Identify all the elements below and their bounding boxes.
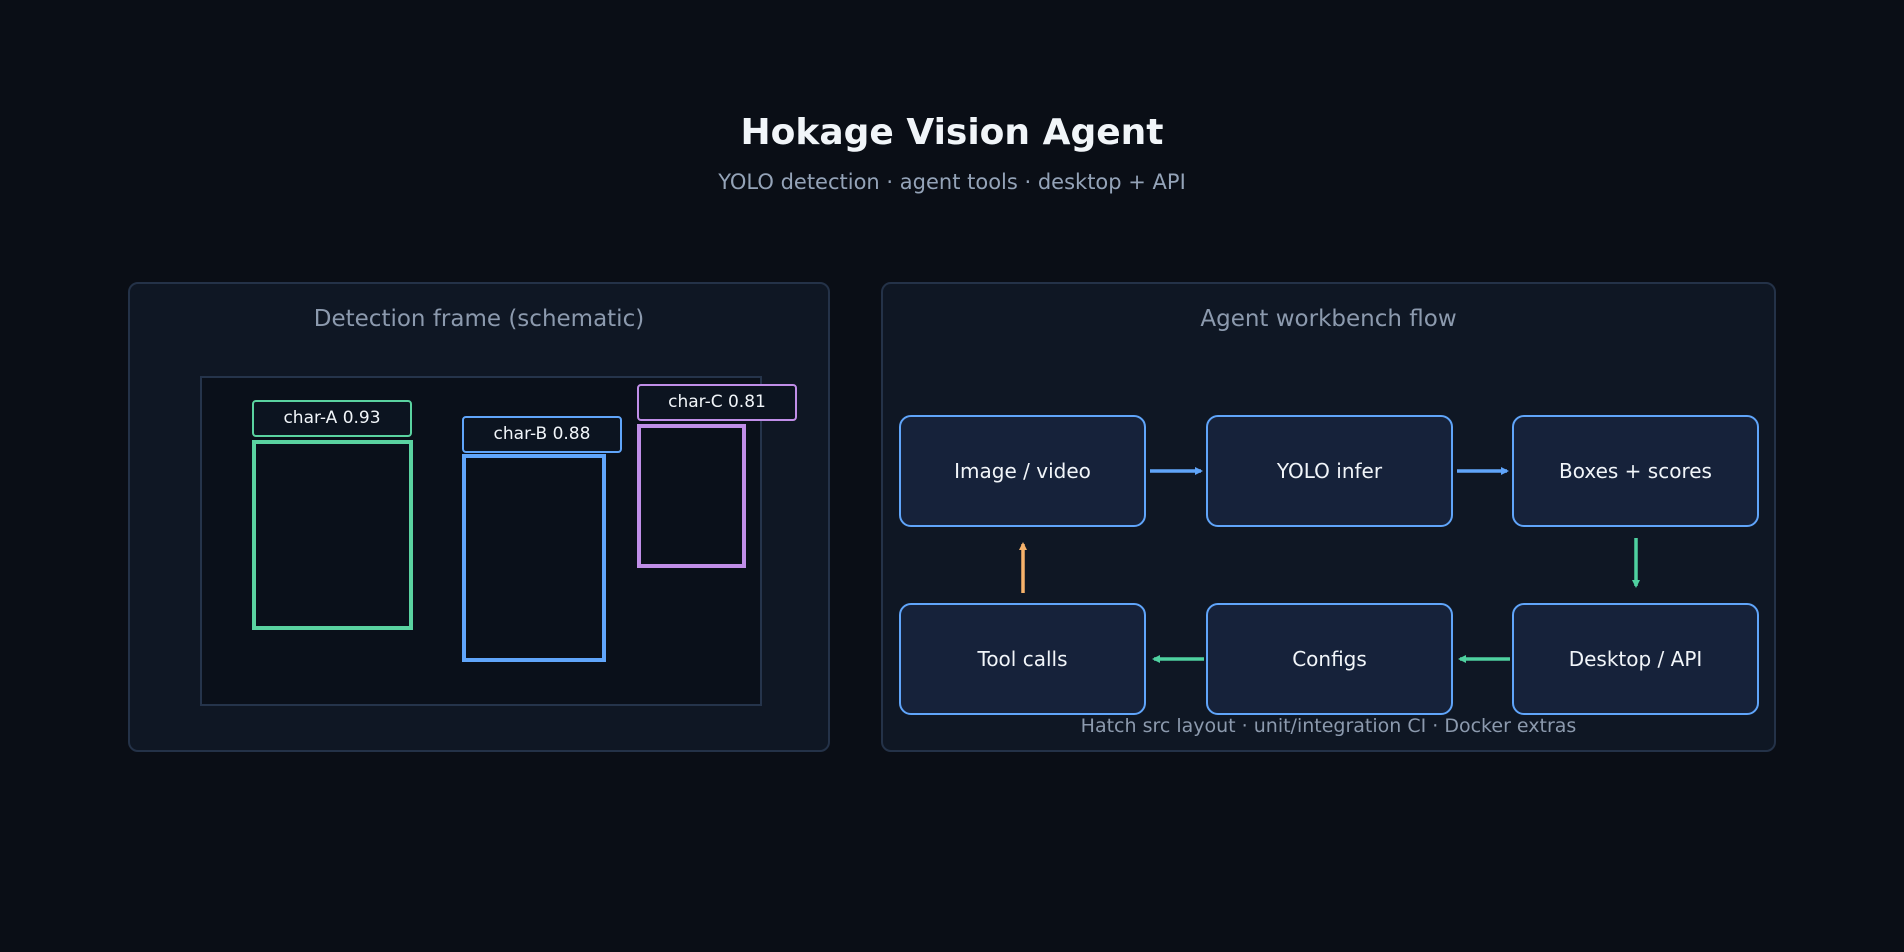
agent-workbench-panel: Agent workbench flow Image / video YOLO … <box>881 282 1776 752</box>
flow-panel-title: Agent workbench flow <box>1200 306 1457 332</box>
flow-node-boxes-scores: Boxes + scores <box>1512 415 1759 527</box>
detection-label-char-a: char-A 0.93 <box>252 400 412 437</box>
page-title: Hokage Vision Agent <box>740 112 1164 153</box>
detection-box-char-a <box>252 440 413 630</box>
detection-label-char-c: char-C 0.81 <box>637 384 797 421</box>
detection-box-char-c <box>637 424 746 568</box>
flow-node-tool-calls: Tool calls <box>899 603 1146 715</box>
detection-box-char-b <box>462 454 606 662</box>
flow-node-image-video: Image / video <box>899 415 1146 527</box>
page-subtitle: YOLO detection · agent tools · desktop +… <box>718 170 1186 194</box>
detection-label-char-b: char-B 0.88 <box>462 416 622 453</box>
detection-frame: char-A 0.93 char-B 0.88 char-C 0.81 <box>200 376 797 706</box>
flow-footer-note: Hatch src layout · unit/integration CI ·… <box>1080 715 1577 737</box>
detection-frame-panel: Detection frame (schematic) char-A 0.93 … <box>128 282 830 752</box>
flow-node-yolo-infer: YOLO infer <box>1206 415 1453 527</box>
flow-node-configs: Configs <box>1206 603 1453 715</box>
flow-arrows <box>1019 467 1640 663</box>
flow-node-desktop-api: Desktop / API <box>1512 603 1759 715</box>
detection-panel-title: Detection frame (schematic) <box>313 306 645 332</box>
